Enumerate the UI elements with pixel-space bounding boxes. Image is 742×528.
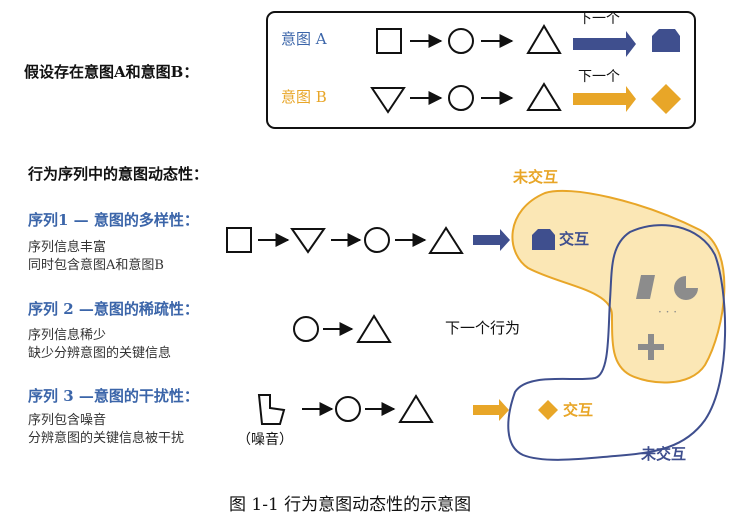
parallelogram-icon [636,275,655,299]
sequence-3-title: 序列 3 —意图的干扰性： [28,387,199,405]
circle-icon [335,396,361,422]
next-arrow-blue-icon [573,31,636,57]
sequence-2-desc-2: 缺少分辨意图的关键信息 [28,346,172,361]
intent-b-label: 意图 B [281,88,327,106]
square-icon [376,28,402,54]
sequence-1-desc-2: 同时包含意图A和意图B [28,258,164,273]
next-behavior-label: 下一个行为 [445,319,521,337]
triangle-icon [526,24,562,54]
assumption-text: 假设存在意图A和意图B： [24,63,199,81]
next-label-a: 下一个 [578,11,620,27]
plus-icon [638,344,664,350]
triangle-icon [526,82,562,111]
circle-icon [293,316,319,342]
circle-icon [448,85,474,111]
sequence-2-title: 序列 2 —意图的稀疏性： [28,300,199,318]
intent-a-label: 意图 A [281,30,327,48]
no-interact-label-orange: 未交互 [513,168,559,186]
interact-label-blue: 交互 [559,230,590,248]
triangle-icon [356,314,392,343]
sequence-1-desc-1: 序列信息丰富 [28,240,107,255]
next-arrow-orange-icon [573,86,636,112]
figure-caption: 图 1-1 行为意图动态性的示意图 [229,495,472,515]
sequence-3-desc-1: 序列包含噪音 [28,413,107,428]
circle-icon [364,227,390,253]
noise-shape-icon [257,394,286,425]
noise-label: （噪音） [237,432,293,448]
triangle-icon [428,226,464,254]
no-interact-region-navy [507,224,727,461]
no-interact-region-orange [511,189,726,384]
diamond-icon [651,84,681,114]
sequence-2-desc-1: 序列信息稀少 [28,328,107,343]
triangle-icon [398,394,434,423]
pentagon-icon [652,29,680,52]
inverted-triangle-icon [370,87,406,114]
legend-box [266,11,696,129]
square-icon [226,227,252,253]
section-title: 行为序列中的意图动态性： [28,165,209,183]
next-label-b: 下一个 [578,69,620,85]
no-interact-label-navy: 未交互 [641,445,687,463]
inverted-triangle-icon [290,228,326,254]
ellipsis-text: · · · [658,305,678,319]
circle-icon [448,28,474,54]
sequence-1-title: 序列1 — 意图的多样性： [28,211,199,229]
pie-icon [674,276,698,300]
next-arrow-orange-icon [473,399,509,421]
interact-label-orange: 交互 [563,401,594,419]
sequence-3-desc-2: 分辨意图的关键信息被干扰 [28,431,185,446]
diamond-icon [538,400,558,420]
pentagon-icon [532,229,555,250]
next-arrow-blue-icon [473,229,510,251]
